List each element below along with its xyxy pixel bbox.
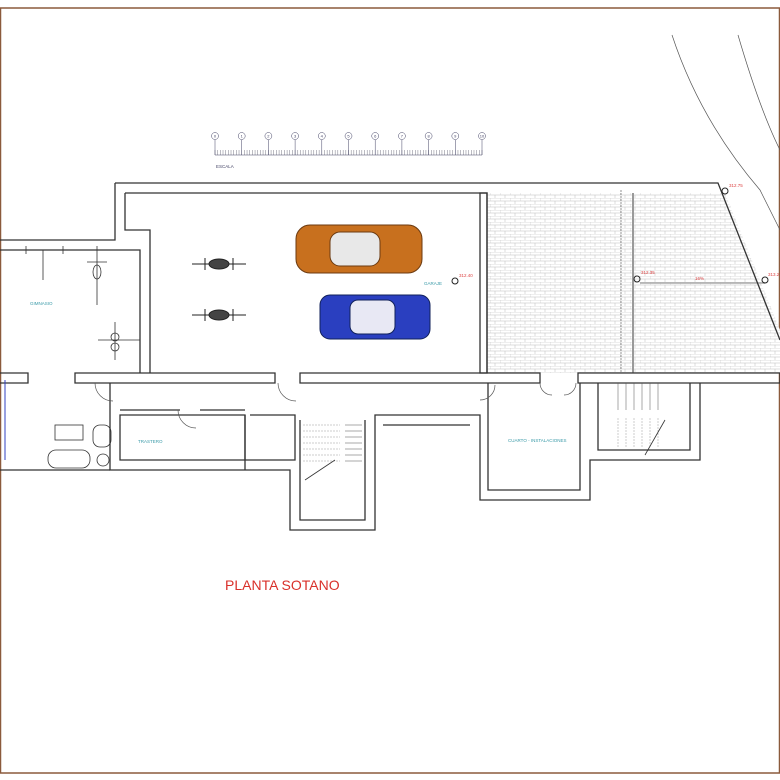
room-label-installations: CUARTO - INSTALACIONES	[508, 438, 567, 443]
room-label-gym: GIMNASIO	[30, 301, 53, 306]
scale-tick-label: 0	[214, 134, 217, 139]
scale-tick-label: 7	[401, 134, 404, 139]
car-orange	[295, 224, 423, 274]
road-edge	[737, 34, 780, 151]
stairs-right	[617, 383, 659, 447]
scale-tick-label: 1	[241, 134, 244, 139]
road-edge	[671, 34, 780, 231]
level-markers	[451, 187, 769, 285]
room-label-storage: TRASTERO	[138, 439, 163, 444]
car-blue	[319, 294, 431, 340]
furniture	[47, 424, 112, 469]
gym-equipment	[23, 246, 140, 360]
level-ramp-top: 312.75	[729, 183, 743, 188]
level-ramp-mid: 312.35	[641, 270, 655, 275]
scale-bar: 0 1 2 3 4 5 6 7 8 9 10	[211, 132, 486, 156]
motorcycle	[192, 258, 246, 321]
drawing-title: PLANTA SOTANO	[225, 577, 340, 593]
level-ramp-right: 313.2	[768, 272, 780, 277]
stairs-left	[303, 424, 362, 462]
scale-tick-label: 6	[374, 134, 377, 139]
scale-tick-label: 5	[347, 134, 350, 139]
scale-label: ESCALA	[216, 164, 234, 169]
scale-tick-label: 10	[480, 134, 485, 139]
level-garage: 312.40	[459, 273, 473, 278]
room-label-garage: GARAJE	[424, 281, 442, 286]
scale-tick-label: 2	[267, 134, 270, 139]
drawing-frame	[0, 7, 780, 774]
scale-tick-label: 4	[321, 134, 324, 139]
scale-tick-label: 8	[427, 134, 430, 139]
scale-tick-label: 9	[454, 134, 457, 139]
slope-label: 16%	[695, 276, 704, 281]
scale-tick-label: 3	[294, 134, 297, 139]
wall-top	[115, 182, 780, 341]
